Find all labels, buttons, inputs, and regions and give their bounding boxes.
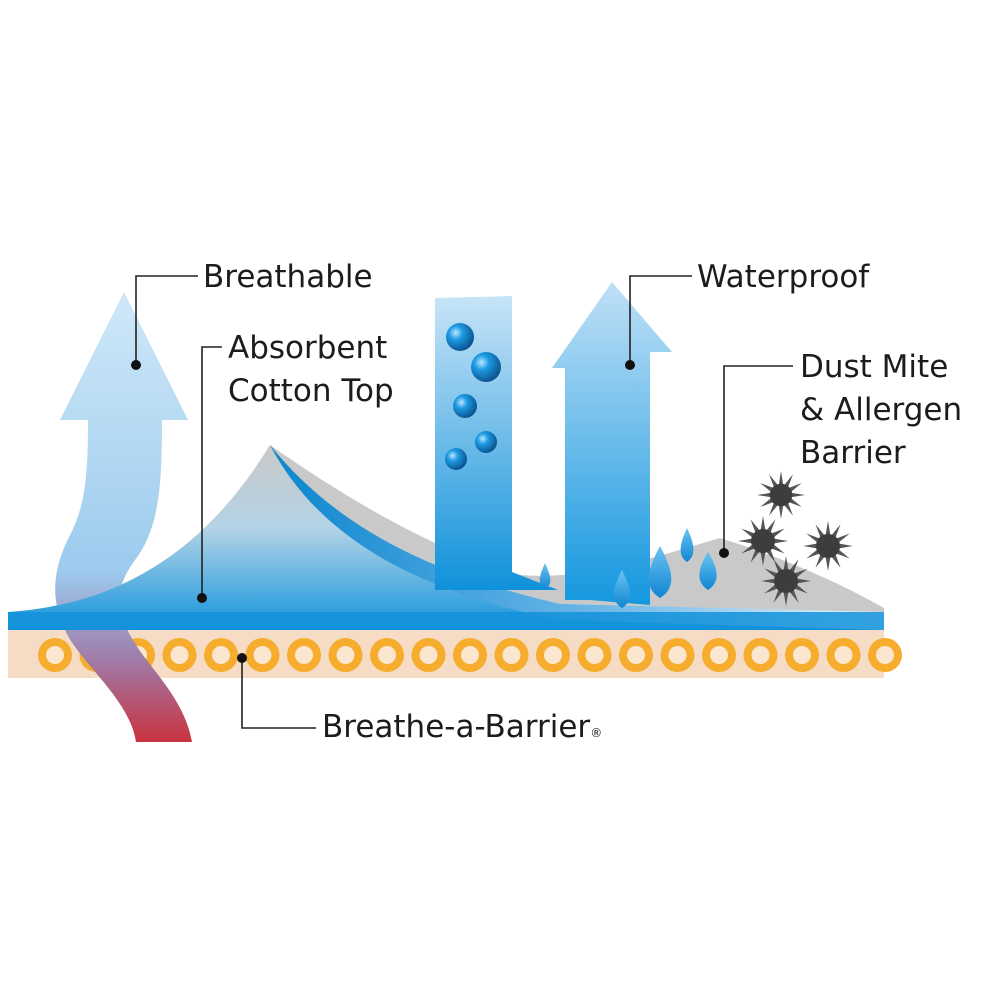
cotton-fiber-core bbox=[544, 646, 562, 664]
water-drop bbox=[613, 570, 631, 608]
water-bubble bbox=[453, 394, 477, 418]
leader-absorbent bbox=[201, 346, 222, 598]
cotton-fiber-core bbox=[751, 646, 770, 664]
water-drop bbox=[648, 546, 672, 598]
leader-waterproof bbox=[629, 275, 692, 365]
cotton-fiber-core bbox=[212, 646, 230, 664]
water-bubbles bbox=[445, 323, 501, 470]
water-drop bbox=[680, 528, 694, 562]
cotton-top-layer bbox=[8, 445, 884, 630]
water-drop bbox=[539, 563, 551, 590]
label-breathable: Breathable bbox=[203, 256, 373, 299]
leader-dots bbox=[131, 360, 729, 663]
leader-dot bbox=[197, 593, 207, 603]
allergen-particle bbox=[757, 471, 805, 519]
label-line: Barrier bbox=[800, 435, 906, 471]
cotton-fiber-core bbox=[627, 646, 645, 664]
leader-dot bbox=[237, 653, 247, 663]
cotton-fiber-core bbox=[876, 646, 894, 664]
water-bubble bbox=[445, 448, 467, 470]
leader-dot bbox=[625, 360, 635, 370]
label-text: Breathable bbox=[203, 259, 373, 295]
leader-breathable bbox=[135, 275, 198, 365]
cotton-fiber-core bbox=[710, 646, 728, 664]
cotton-fiber-core bbox=[502, 646, 521, 664]
cotton-fiber-core bbox=[295, 646, 313, 664]
leader-dustmite bbox=[723, 365, 793, 553]
waterproof-arrow bbox=[552, 282, 672, 605]
allergen-particle bbox=[761, 556, 811, 606]
leader-barrier bbox=[241, 658, 316, 729]
blue-top-band bbox=[270, 445, 884, 630]
water-bubble bbox=[471, 352, 501, 382]
label-waterproof: Waterproof bbox=[697, 256, 869, 299]
registered-mark: ® bbox=[590, 726, 603, 740]
cotton-fiber-core bbox=[585, 646, 604, 664]
label-line: & Allergen bbox=[800, 392, 963, 428]
cotton-fiber-core bbox=[419, 646, 438, 664]
water-bubble bbox=[446, 323, 474, 351]
allergen-particle bbox=[803, 521, 853, 571]
cotton-fiber-core bbox=[793, 646, 811, 664]
allergen-body bbox=[769, 483, 793, 507]
label-dust-mite-allergen-barrier: Dust Mite & Allergen Barrier bbox=[800, 346, 962, 475]
cotton-fiber-core bbox=[170, 646, 189, 664]
label-breathe-a-barrier: Breathe-a-Barrier® bbox=[322, 706, 602, 749]
base-stripe bbox=[8, 612, 884, 630]
allergen-body bbox=[774, 569, 798, 593]
allergen-particle bbox=[738, 516, 788, 566]
allergen-particles bbox=[738, 471, 853, 606]
label-line: Dust Mite bbox=[800, 349, 949, 385]
cotton-fiber-core bbox=[336, 646, 355, 664]
cotton-fibers bbox=[38, 638, 902, 672]
label-line: Cotton Top bbox=[228, 373, 394, 409]
label-absorbent-cotton-top: Absorbent Cotton Top bbox=[228, 327, 394, 413]
cotton-fiber-core bbox=[461, 646, 479, 664]
water-drops bbox=[539, 528, 717, 608]
label-text: Waterproof bbox=[697, 259, 870, 295]
leader-lines bbox=[135, 275, 793, 729]
label-text: Breathe-a-Barrier bbox=[322, 709, 591, 745]
leader-dot bbox=[719, 548, 729, 558]
allergen-body bbox=[751, 529, 775, 553]
cotton-fiber-core bbox=[834, 646, 853, 664]
water-drop bbox=[699, 552, 717, 590]
cotton-fiber-core bbox=[46, 646, 64, 664]
cotton-fiber-core bbox=[253, 646, 272, 664]
allergen-body bbox=[816, 534, 840, 558]
leader-dot bbox=[131, 360, 141, 370]
cotton-fiber-core bbox=[668, 646, 687, 664]
cotton-fiber-core bbox=[378, 646, 396, 664]
label-line: Absorbent bbox=[228, 330, 388, 366]
water-bubble bbox=[475, 431, 497, 453]
